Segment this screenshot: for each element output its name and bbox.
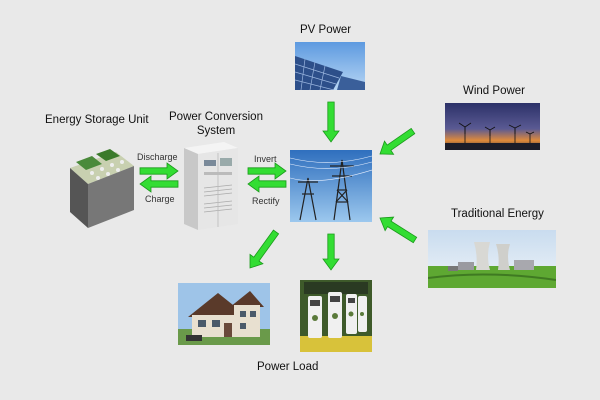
- discharge-label: Discharge: [137, 152, 178, 162]
- charge-arrow: [139, 175, 179, 193]
- power-load-label: Power Load: [257, 361, 319, 373]
- grid-to-charger-arrow: [322, 233, 340, 271]
- energy-storage-label: Energy Storage Unit: [45, 114, 149, 126]
- traditional-energy-label: Traditional Energy: [451, 208, 544, 220]
- rectify-label: Rectify: [252, 196, 280, 206]
- traditional-energy-image: [428, 230, 556, 288]
- storage-battery-image: [70, 149, 134, 228]
- charge-label: Charge: [145, 194, 175, 204]
- wind-to-grid-arrow: [379, 127, 416, 155]
- pv-power-image: [295, 42, 365, 90]
- power-grid-image: [290, 150, 372, 222]
- pcs-label: Power Conversion System: [169, 110, 263, 138]
- house-image: [178, 283, 270, 345]
- traditional-to-grid-arrow: [379, 216, 418, 244]
- wind-power-label: Wind Power: [463, 85, 525, 97]
- rectify-arrow: [247, 175, 287, 193]
- invert-label: Invert: [254, 154, 277, 164]
- pcs-label-line1: Power Conversion: [169, 111, 263, 123]
- pv-power-label: PV Power: [300, 24, 352, 36]
- grid-to-house-arrow: [249, 229, 280, 269]
- pcs-label-line2: System: [196, 125, 236, 137]
- wind-power-image: [445, 103, 540, 150]
- pv-to-grid-arrow: [322, 101, 340, 143]
- charging-station-image: [300, 280, 372, 352]
- pcs-cabinet-image: [184, 142, 238, 230]
- discharge-arrow: [139, 162, 179, 180]
- invert-arrow: [247, 162, 287, 180]
